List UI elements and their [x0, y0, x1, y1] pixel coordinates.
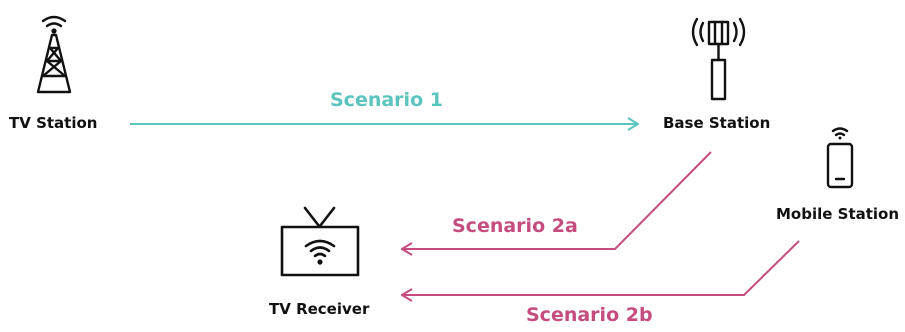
scenario-1-label: Scenario 1: [330, 89, 443, 111]
wifi-tv-icon: [280, 206, 360, 277]
scenario-2b-label: Scenario 2b: [526, 304, 653, 326]
scenario-2a-arrow: [402, 151, 712, 249]
smartphone-icon: [826, 127, 854, 189]
cell-antenna-icon: [691, 17, 746, 101]
scenario-2b-arrow: [402, 240, 800, 295]
mobile-station-label: Mobile Station: [776, 205, 900, 223]
tv-station-label: TV Station: [9, 114, 98, 132]
broadcast-tower-icon: [36, 15, 72, 94]
base-station-label: Base Station: [663, 114, 771, 132]
scenario-2a-label: Scenario 2a: [452, 215, 578, 237]
tv-receiver-label: TV Receiver: [269, 300, 370, 318]
